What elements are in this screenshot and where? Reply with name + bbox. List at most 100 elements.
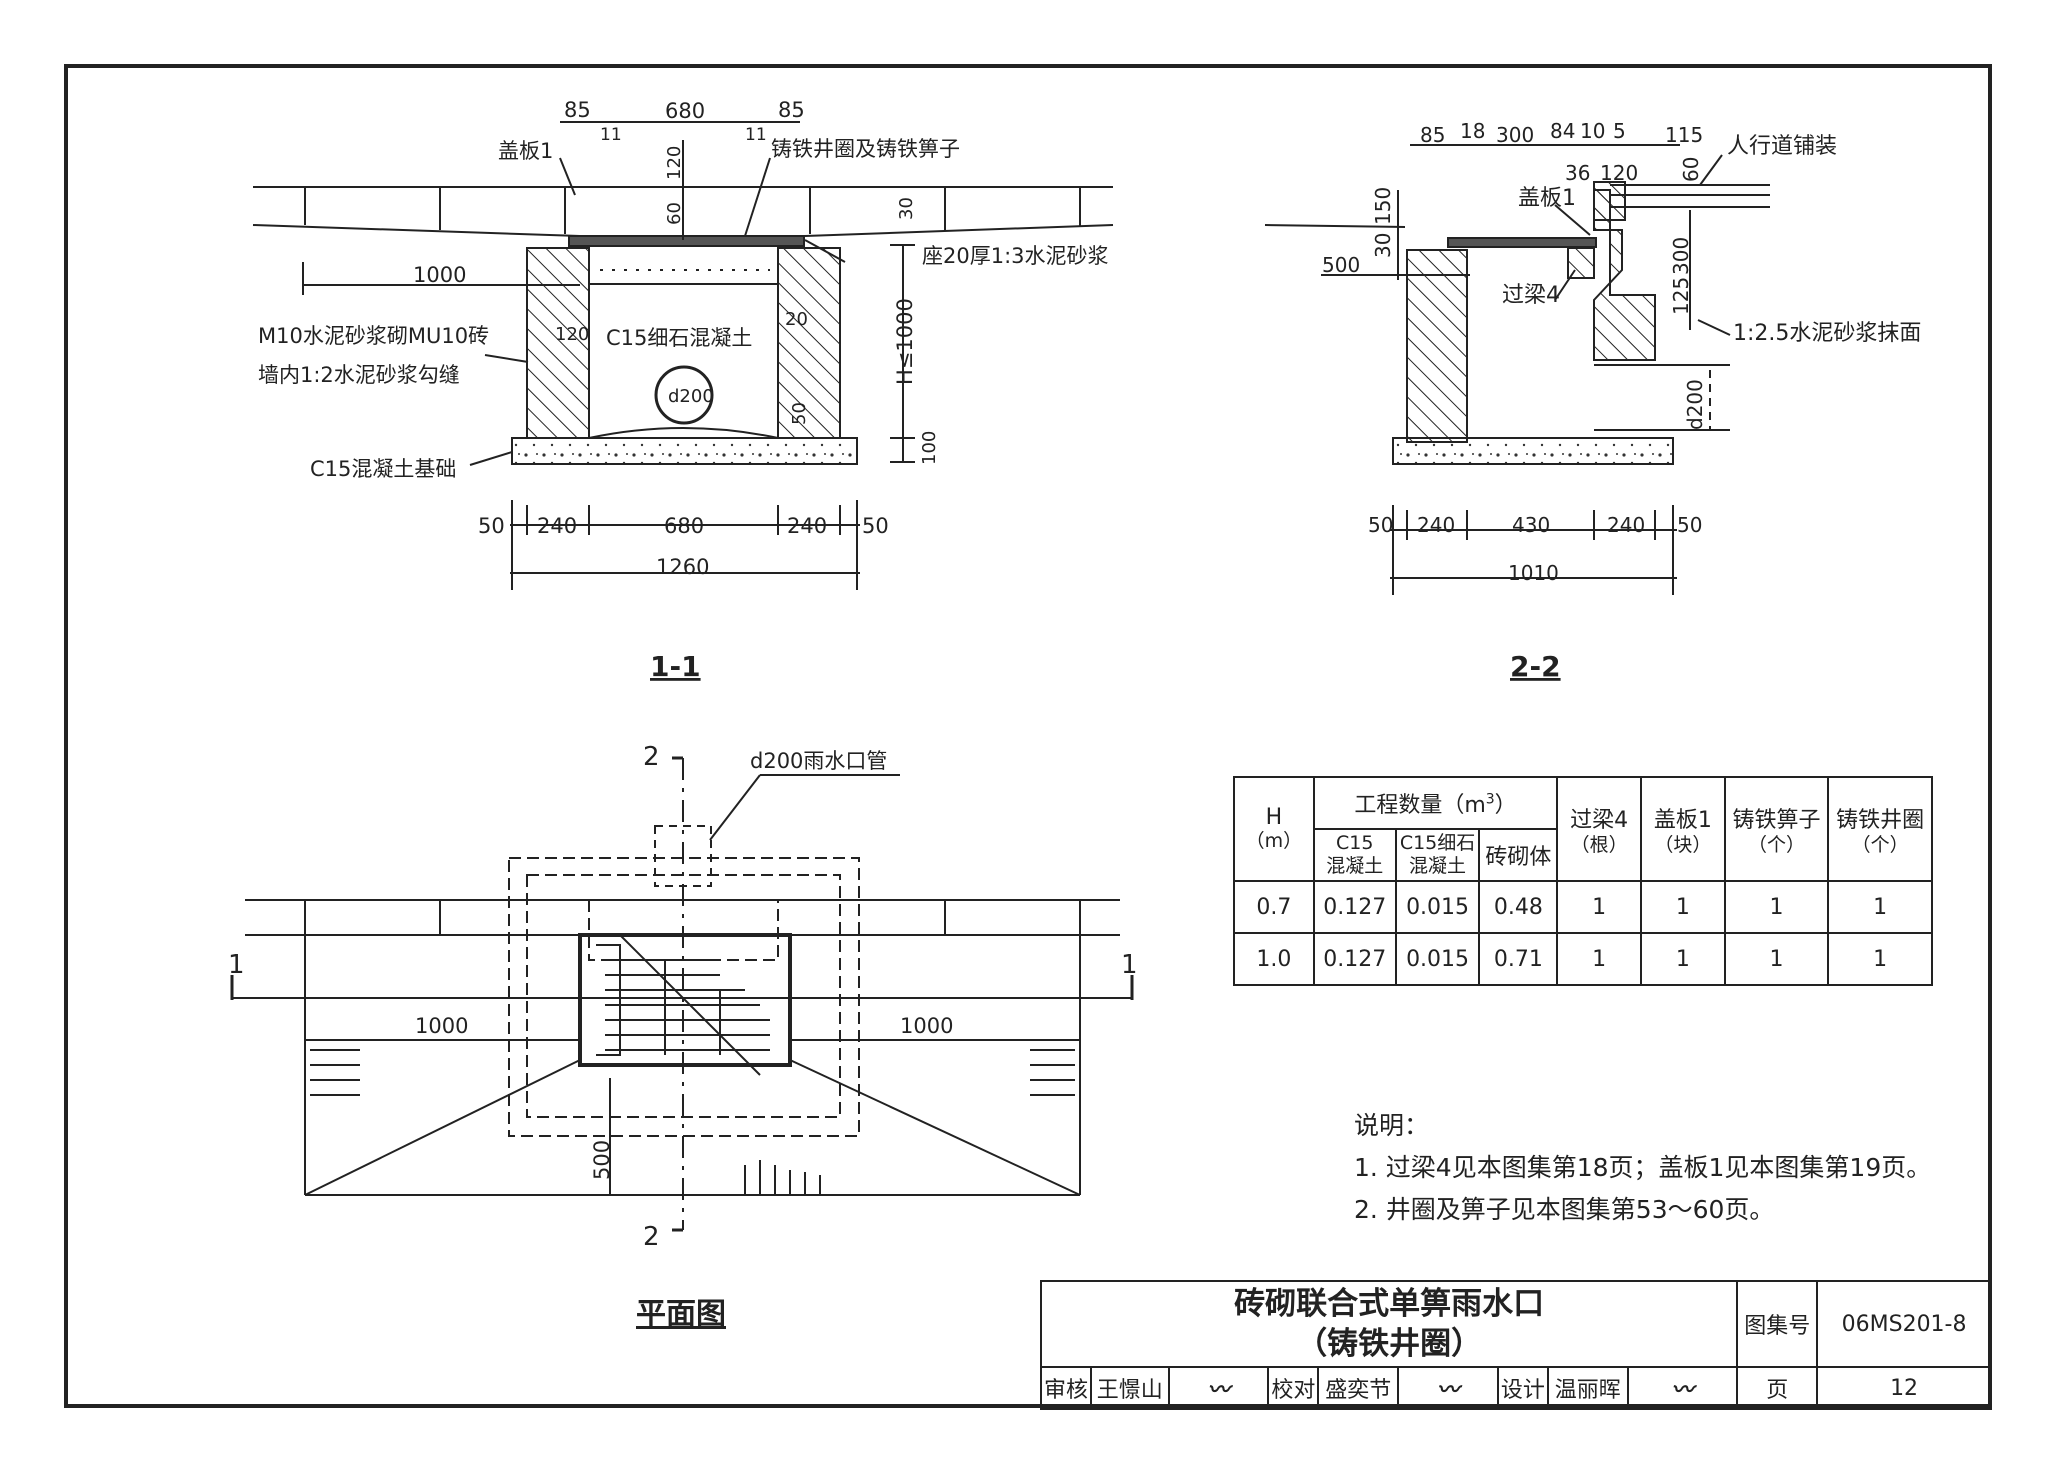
note-item: 1. 过梁4见本图集第18页；盖板1见本图集第19页。 — [1354, 1153, 1932, 1182]
dim-125: 125 — [1669, 277, 1693, 315]
drawing-title: 砖砌联合式单箅雨水口 （铸铁井圈） — [1039, 1280, 1739, 1368]
table-cell: 0.127 — [1312, 932, 1397, 986]
table-cell: 0.7 — [1233, 880, 1315, 934]
callout-beam-4: 过梁4 — [1502, 283, 1560, 308]
ring-unit: （个） — [1851, 833, 1909, 856]
designer-signature: 〰 — [1626, 1366, 1739, 1410]
plan-view-text: d200雨水口管 2 2 1 1 1000 1000 500 平面图 — [228, 742, 1138, 1332]
h-unit: （m） — [1245, 830, 1303, 852]
dim-1260-total: 1260 — [656, 555, 709, 579]
dim-30: 30 — [896, 197, 917, 220]
table-row: 0.7 0.127 0.015 0.48 1 1 1 1 — [1233, 880, 1933, 934]
dim-84: 84 — [1550, 119, 1575, 143]
dim-85-left: 85 — [564, 98, 591, 122]
table-cell: 0.48 — [1478, 880, 1559, 934]
callout-wall-line1: M10水泥砂浆砌MU10砖 — [258, 324, 489, 348]
section-2-2 — [1264, 144, 1770, 595]
dim-240-right: 240 — [787, 514, 827, 538]
atlas-number: 06MS201-8 — [1816, 1280, 1992, 1368]
quantity-group-header: 工程数量（m3） — [1312, 776, 1559, 830]
table-cell: 0.127 — [1312, 880, 1397, 934]
dim-120-inner: 120 — [555, 324, 589, 345]
col-grate-header: 铸铁箅子 （个） — [1723, 776, 1830, 882]
notes-heading: 说明： — [1354, 1111, 1430, 1140]
dim-240-left: 240 — [1417, 513, 1455, 537]
dim-10: 10 — [1580, 119, 1605, 143]
ring-label: 铸铁井圈 — [1836, 807, 1925, 833]
table-cell: 0.015 — [1394, 932, 1481, 986]
reviewer-name: 王憬山 — [1089, 1366, 1170, 1410]
callout-mortar-seat: 座20厚1:3水泥砂浆 — [922, 244, 1109, 268]
notes: 说明： 1. 过梁4见本图集第18页；盖板1见本图集第19页。 2. 井圈及箅子… — [1354, 1105, 1931, 1231]
dim-120-top: 120 — [664, 146, 685, 180]
col-ring-header: 铸铁井圈 （个） — [1827, 776, 1933, 882]
table-cell: 1 — [1639, 880, 1726, 934]
beam-unit: （根） — [1570, 833, 1628, 856]
plan-mark-1-left: 1 — [228, 950, 245, 980]
dim-50-left: 50 — [1368, 513, 1393, 537]
h-label: H — [1265, 805, 1283, 830]
col-beam-header: 过梁4 （根） — [1556, 776, 1642, 882]
dim-240-right: 240 — [1607, 513, 1645, 537]
dim-120: 120 — [1600, 161, 1638, 185]
col-fine-header: C15细石混凝土 — [1394, 828, 1481, 882]
callout-wall-line2: 墙内1:2水泥砂浆勾缝 — [258, 363, 460, 387]
check-label: 校对 — [1267, 1366, 1320, 1410]
table-cell: 1 — [1723, 880, 1830, 934]
design-label: 设计 — [1496, 1366, 1549, 1410]
table-row: 1.0 0.127 0.015 0.71 1 1 1 1 — [1233, 932, 1933, 986]
dim-500: 500 — [1322, 253, 1360, 277]
cover-unit: （块） — [1654, 833, 1712, 856]
table-cell: 1.0 — [1233, 932, 1315, 986]
dim-300-vert: 300 — [1669, 237, 1693, 275]
dim-60: 60 — [664, 202, 685, 225]
dim-11-right: 11 — [745, 125, 767, 145]
table-cell: 1 — [1556, 932, 1642, 986]
dim-50-right: 50 — [862, 514, 889, 538]
callout-cover-1: 盖板1 — [498, 139, 553, 163]
dim-20: 20 — [785, 309, 808, 330]
note-item: 2. 井圈及箅子见本图集第53～60页。 — [1354, 1195, 1775, 1224]
reviewer-signature: 〰 — [1167, 1366, 1270, 1410]
plan-view-label: 平面图 — [636, 1297, 726, 1332]
table-cell: 0.71 — [1478, 932, 1559, 986]
section-2-2-text: 85 18 300 84 10 5 115 36 120 60 人行道铺装 盖板… — [1322, 119, 1921, 683]
dim-100: 100 — [919, 431, 940, 465]
dim-300: 300 — [1496, 123, 1534, 147]
table-cell: 1 — [1827, 880, 1933, 934]
dim-150: 150 — [1371, 187, 1395, 225]
table-cell: 1 — [1827, 932, 1933, 986]
dim-50-right: 50 — [1677, 513, 1702, 537]
dim-h-le-1000: H≤1000 — [893, 298, 917, 385]
dim-5: 5 — [1613, 119, 1626, 143]
section-1-1 — [252, 121, 1114, 590]
atlas-label: 图集号 — [1736, 1280, 1819, 1368]
dim-d200: d200 — [1683, 379, 1707, 430]
checker-name: 盛奕节 — [1317, 1366, 1400, 1410]
table-cell: 1 — [1723, 932, 1830, 986]
dim-36: 36 — [1565, 161, 1590, 185]
plan-dim-1000-left: 1000 — [415, 1014, 468, 1038]
page-label: 页 — [1736, 1366, 1819, 1410]
dim-1000-left: 1000 — [413, 263, 466, 287]
dim-30: 30 — [1371, 233, 1395, 258]
dim-680-bottom: 680 — [664, 514, 704, 538]
col-brick-header: 砖砌体 — [1478, 828, 1559, 882]
dim-50-left: 50 — [478, 514, 505, 538]
callout-pipe-d200: d200 — [668, 386, 714, 407]
dim-115: 115 — [1665, 123, 1703, 147]
plan-mark-2-top: 2 — [643, 742, 660, 772]
plan-mark-1-right: 1 — [1121, 950, 1138, 980]
dim-430: 430 — [1512, 513, 1550, 537]
grate-unit: （个） — [1748, 833, 1806, 856]
quantity-table: H （m） 工程数量（m3） 过梁4 （根） 盖板1 （块） 铸铁箅子 （个） … — [1233, 776, 1933, 986]
dim-1010-total: 1010 — [1508, 561, 1559, 585]
review-label: 审核 — [1040, 1366, 1092, 1410]
grate-label: 铸铁箅子 — [1732, 807, 1821, 833]
dim-11-left: 11 — [600, 125, 622, 145]
dim-18: 18 — [1460, 119, 1485, 143]
plan-mark-2-bottom: 2 — [643, 1222, 660, 1252]
table-cell: 0.015 — [1394, 880, 1481, 934]
